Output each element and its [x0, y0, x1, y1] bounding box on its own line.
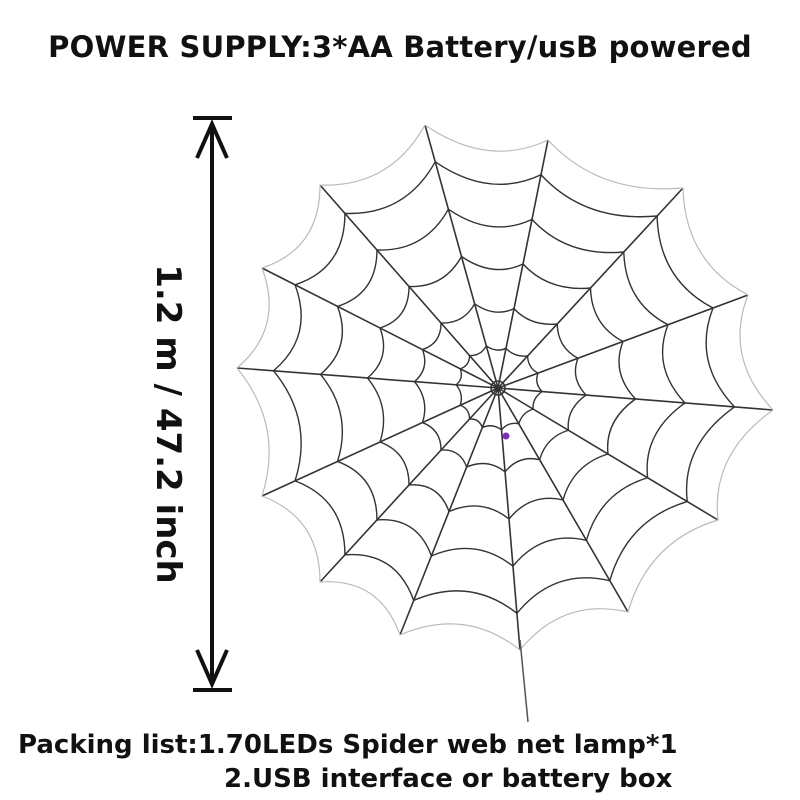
purple-led: [502, 432, 510, 440]
web-ring: [455, 345, 544, 431]
web-ring: [366, 255, 637, 520]
packing-list: Packing list:1.70LEDs Spider web net lam…: [18, 728, 678, 796]
height-label: 1.2 m / 47.2 inch: [148, 264, 188, 584]
web-hub: [490, 380, 506, 396]
packing-list-line-2: 2.USB interface or battery box: [224, 764, 673, 794]
power-cable: [519, 639, 529, 723]
web-ring: [272, 161, 736, 615]
spider-web-lamp: [236, 124, 774, 651]
web-ring: [319, 208, 687, 568]
web-ring: [413, 303, 588, 473]
web-ring: [236, 124, 774, 651]
power-supply-title: POWER SUPPLY:3*AA Battery/usB powered: [48, 30, 752, 64]
height-dimension-arrow: [193, 116, 232, 692]
packing-list-line-1: Packing list:1.70LEDs Spider web net lam…: [18, 730, 678, 760]
